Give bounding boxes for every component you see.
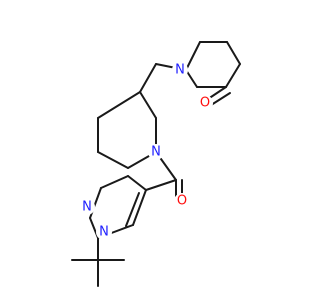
double-bond — [125, 192, 140, 227]
bond — [145, 179, 177, 191]
atom-symbol: N — [99, 225, 109, 240]
piperidine-ring — [97, 91, 157, 169]
molecule-structure: N O N O N N — [71, 41, 241, 287]
atom-label-n-pyrazole-1: N — [96, 224, 112, 240]
atom-symbol: O — [200, 96, 210, 111]
bond — [132, 189, 147, 226]
atom-symbol: N — [151, 145, 161, 160]
bond — [226, 41, 241, 65]
piperidinone-ring — [185, 41, 241, 108]
bond — [185, 69, 198, 88]
bond — [97, 91, 141, 119]
bond — [97, 151, 129, 169]
atom-label-o-lactam: O — [197, 95, 213, 111]
atom-symbol: O — [177, 194, 187, 209]
bond — [139, 63, 157, 93]
atom-label-n-pyrazole-2: N — [79, 199, 95, 215]
atom-label-n-lactam: N — [172, 62, 188, 78]
bond — [127, 175, 147, 191]
bond — [100, 175, 129, 189]
atom-symbol: N — [82, 200, 92, 215]
bond — [139, 91, 157, 119]
atom-label-o-amide: O — [174, 193, 190, 209]
atom-symbol: N — [175, 63, 185, 78]
atom-label-n-piperidine: N — [148, 144, 164, 160]
bond — [185, 41, 201, 71]
bond — [225, 63, 241, 88]
